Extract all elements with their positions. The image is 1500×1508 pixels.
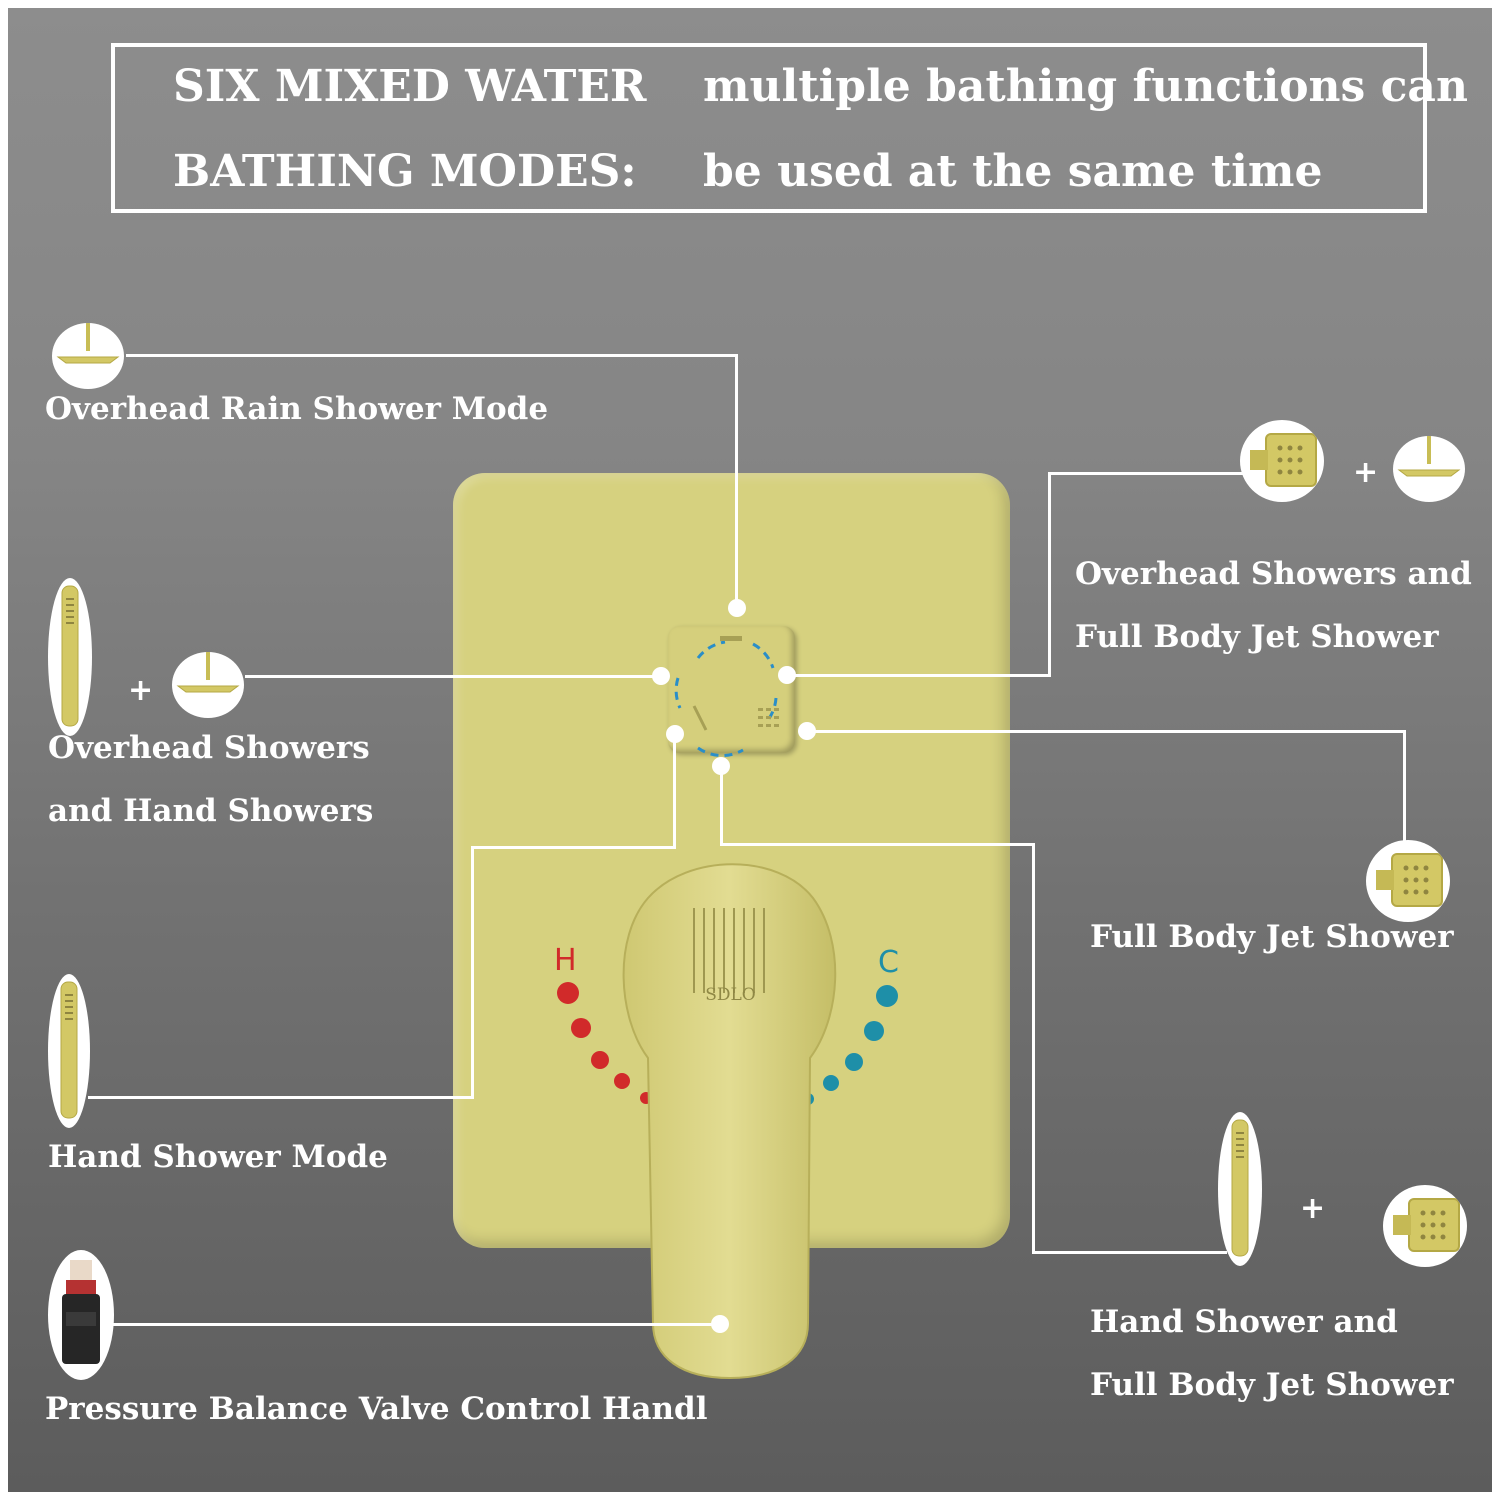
label-full-body-jet: Full Body Jet Shower [1090,919,1454,955]
lever-handle [622,863,837,1380]
hand-shower-icon [1218,1112,1262,1266]
header-left-line2: BATHING MODES: [173,146,637,197]
cold-dot [864,1021,884,1041]
connector-dot [728,599,746,617]
valve-cartridge-icon [48,1250,114,1380]
body-jet-icon [1383,1185,1467,1267]
connector-dot [778,666,796,684]
connector-overhead-rain-h [126,354,738,357]
brand-logo: SDLO [705,985,756,1005]
connector-hand-v2 [471,846,474,1099]
connector-dot [652,667,670,685]
label-overhead-hand-line2: and Hand Showers [48,793,374,829]
connector-dot [711,1315,729,1333]
connector-overhead-rain-v [735,354,738,608]
rain-shower-head-icon [52,323,124,389]
diverter-knob [668,626,795,753]
body-jet-icon [1240,420,1324,502]
header-banner [111,43,1427,213]
hot-dot [591,1051,609,1069]
connector-hand-v1 [673,734,676,849]
connector-hand-jet-v2 [1032,843,1035,1254]
product-infographic: SIX MIXED WATER BATHING MODES: multiple … [8,8,1492,1492]
connector-dot [666,725,684,743]
hot-dot [614,1073,630,1089]
header-right-line1: multiple bathing functions can [703,61,1468,112]
rain-shower-head-icon [1393,436,1465,502]
connector-jet-v [1403,730,1406,845]
connector-dot [798,722,816,740]
hot-dot [571,1018,591,1038]
cold-dot [823,1075,839,1091]
body-jet-icon [1366,840,1450,922]
header-right-line2: be used at the same time [703,146,1323,197]
label-overhead-jet-line1: Overhead Showers and [1075,556,1472,592]
connector-overhead-jet-h2 [787,674,1051,677]
cold-dot [876,985,898,1007]
hot-dot [557,982,579,1004]
rain-shower-head-icon [172,652,244,718]
connector-jet-h [807,730,1406,733]
label-overhead-hand-line1: Overhead Showers [48,730,370,766]
label-hand-jet-line2: Full Body Jet Shower [1090,1367,1454,1403]
header-left-line1: SIX MIXED WATER [173,61,647,112]
label-overhead-jet-line2: Full Body Jet Shower [1075,619,1439,655]
label-overhead-rain-mode: Overhead Rain Shower Mode [45,391,549,427]
plus-sign: + [1353,455,1379,490]
connector-dot [712,757,730,775]
label-hand-shower-mode: Hand Shower Mode [48,1139,388,1175]
connector-pressure-valve [113,1323,720,1326]
label-hand-jet-line1: Hand Shower and [1090,1304,1398,1340]
label-pressure-valve: Pressure Balance Valve Control Handl [45,1391,708,1427]
plus-sign: + [128,673,154,708]
plus-sign: + [1300,1191,1326,1226]
hand-shower-icon [48,974,90,1128]
connector-hand-jet-h2 [1032,1251,1227,1254]
hot-label: H [554,943,577,978]
hand-shower-icon [48,578,92,736]
connector-hand-h2 [88,1096,474,1099]
connector-overhead-jet-h [1048,472,1243,475]
brand-grille [693,908,765,993]
lever-body [622,863,837,1380]
connector-hand-jet-h1 [720,843,1035,846]
connector-overhead-jet-v [1048,472,1051,677]
cold-dot [845,1053,863,1071]
connector-hand-jet-v1 [720,766,723,846]
cold-label: C [878,945,899,980]
diverter-markings [674,636,779,758]
connector-overhead-hand [245,675,661,678]
connector-hand-h1 [471,846,676,849]
